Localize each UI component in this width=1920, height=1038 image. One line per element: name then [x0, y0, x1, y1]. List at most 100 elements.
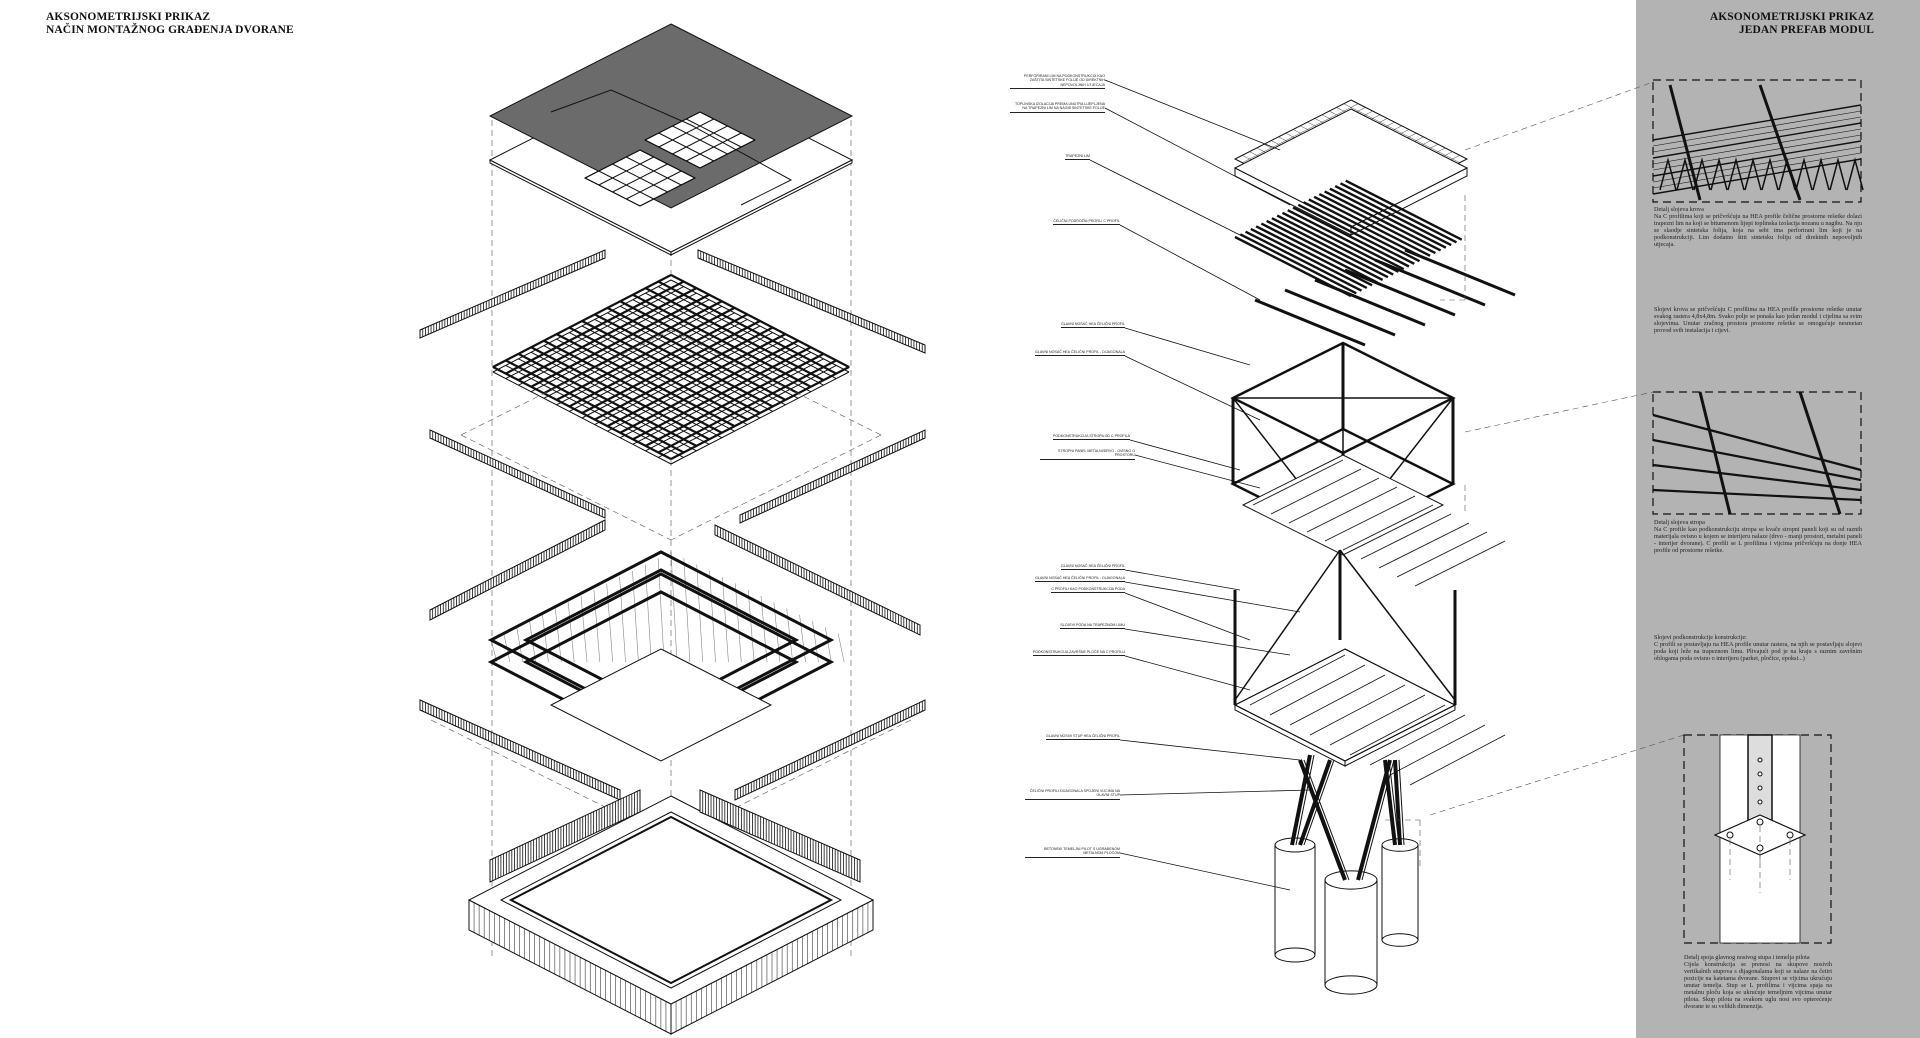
truss-diagonal: [644, 564, 652, 663]
space-frame-member-lower: [670, 279, 850, 373]
module-label: TRAPEZNI LIM: [1065, 154, 1090, 161]
space-frame-member-lower: [619, 305, 799, 399]
truss-diagonal: [632, 570, 639, 663]
truss-diagonal: [529, 621, 536, 663]
space-frame-member-lower: [670, 371, 850, 465]
space-frame-member: [619, 339, 799, 434]
c-profile: [1758, 84, 1802, 201]
space-frame-member-lower: [645, 292, 824, 386]
module-label: GLAVNI NOSAČ HEA ČELIČNI PROFIL: [1060, 564, 1125, 571]
space-frame-member-lower: [607, 338, 786, 432]
space-frame-member-lower: [619, 345, 799, 439]
bolt: [1757, 785, 1763, 791]
roof-detail-layer: [1652, 146, 1862, 183]
truss-diagonal: [619, 577, 626, 663]
truss-diagonal: [722, 577, 729, 663]
space-frame-member: [632, 346, 812, 441]
module-label: PERFORIRANI LIM NA PODKONSTRUKCIJI KAO Z…: [1010, 74, 1105, 90]
floor-slab: [1233, 648, 1457, 762]
truss-diagonal: [593, 589, 601, 663]
title-line-2: JEDAN PREFAB MODUL: [1738, 24, 1874, 36]
trapezoid-profile: [1846, 157, 1864, 191]
roof-detail-box: [1652, 79, 1862, 203]
roof-detail-layer: [1652, 104, 1862, 141]
trapezoid-profile: [1693, 157, 1711, 191]
truss-diagonal: [580, 595, 588, 663]
roof-outline: [550, 89, 793, 206]
ceiling-detail-box: [1652, 391, 1862, 515]
space-frame-member-lower: [607, 312, 786, 406]
trapezoid-rib: [1303, 201, 1421, 263]
ceiling-rib: [1288, 477, 1380, 524]
module-label: STROPNI PANEL METALNI/DRVO - OVISNO O PR…: [1040, 449, 1135, 460]
truss-diagonal: [554, 608, 562, 663]
note-column-foundation: Detalj spoja glavnog nosivog stupa i tem…: [1684, 954, 1832, 1010]
hea-profile: [1698, 391, 1732, 515]
label-leader: [1119, 852, 1291, 891]
label-leader: [1104, 107, 1291, 206]
floor-rib: [1269, 664, 1366, 716]
trapezoid-rib: [1292, 206, 1410, 268]
trapezoid-profile: [1761, 157, 1779, 191]
roof-detail-layer: [1652, 152, 1862, 189]
space-frame-member-lower: [594, 332, 773, 426]
space-frame-member: [657, 280, 837, 375]
left-sheet-title: AKSONOMETRIJSKI PRIKAZ NAČIN MONTAŽNOG G…: [46, 11, 294, 37]
note-ceiling-layers: Detalj slojeva stropa Na C profile kao p…: [1654, 519, 1862, 554]
foundation-pile-cap: [1324, 870, 1378, 890]
detail-leader: [1429, 734, 1685, 816]
trapezoid-rib: [1250, 227, 1368, 290]
trapezoid-profile: [1795, 157, 1813, 191]
trapezoid-rib: [1297, 203, 1415, 265]
guide-line: [460, 329, 672, 436]
truss-diagonal: [773, 602, 781, 663]
detail-leader: [1464, 81, 1654, 151]
trapezoid-rib: [1308, 198, 1426, 260]
steel-column: [1298, 759, 1347, 881]
purlin: [1374, 258, 1486, 307]
space-frame-member: [594, 326, 774, 421]
label-leader: [1124, 655, 1251, 691]
trapezoid-rib: [1334, 184, 1452, 247]
module-label: PODKONSTRUKCIJA ZAVRŠNE PLOČE NA C PROFI…: [1032, 650, 1125, 657]
anchor-bolt: [1726, 831, 1734, 839]
space-frame-member: [657, 359, 837, 454]
label-leader: [1104, 79, 1281, 151]
truss-diagonal: [606, 583, 614, 663]
steel-column-flange: [1303, 759, 1335, 846]
trapezoid-rib: [1329, 187, 1447, 249]
label-leader: [1124, 355, 1261, 421]
truss-diagonal: [683, 558, 691, 663]
skylight-grid: [639, 149, 696, 179]
module-label: GLAVNI NOSAČ HEA ČELIČNI PROFIL - DIJAGO…: [1035, 350, 1125, 357]
trapezoid-rib: [1318, 193, 1436, 255]
steel-column: [1383, 759, 1397, 846]
space-frame-member: [619, 300, 799, 395]
trapezoid-rib: [1239, 233, 1357, 295]
trapezoid-rib: [1276, 214, 1394, 276]
ceiling-rib: [1270, 468, 1362, 515]
note-roof-fixing: Slojevi krova se pričvršćuju C profilima…: [1654, 306, 1862, 334]
ceiling-rib: [1378, 522, 1470, 569]
skylight-grid: [626, 170, 682, 200]
truss-diagonal: [760, 595, 768, 663]
ceiling-c-profile: [1652, 463, 1862, 492]
ceiling-c-profile: [1652, 488, 1862, 502]
title-line-1: AKSONOMETRIJSKI PRIKAZ: [46, 11, 211, 23]
floor-rib: [1389, 724, 1486, 776]
floor-rib: [1369, 714, 1466, 766]
truss-diagonal: [709, 570, 716, 663]
title-line-1: AKSONOMETRIJSKI PRIKAZ: [1709, 11, 1874, 23]
space-frame-member: [632, 293, 812, 388]
steel-column: [1356, 759, 1392, 881]
truss-diagonal: [670, 551, 678, 663]
space-frame-member-lower: [658, 364, 837, 458]
module-label: BETONSKI TEMELJNI PILOT S UGRAĐENOM META…: [1025, 847, 1120, 858]
trapezoid-profile: [1727, 157, 1745, 191]
floor-rib: [1309, 684, 1406, 736]
truss-diagonal: [516, 627, 524, 663]
ceiling-rib: [1252, 459, 1344, 506]
base-inner-edge: [508, 815, 834, 985]
module-label: ČELIČNI PROFILI DIJAGONALA SPOJENI VIJCI…: [1025, 789, 1120, 800]
